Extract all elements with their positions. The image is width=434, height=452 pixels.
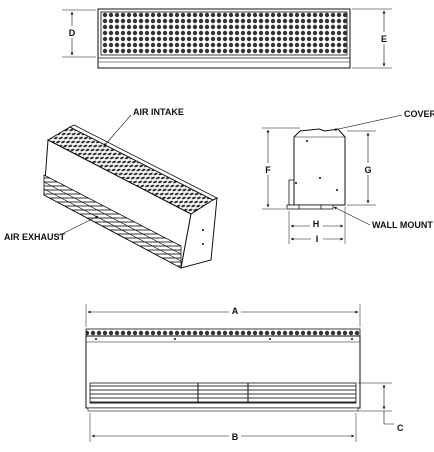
top-view-grille [100, 11, 348, 56]
air-exhaust-label: AIR EXHAUST [4, 232, 66, 242]
dim-e-label: E [381, 34, 387, 44]
isometric-view: AIR INTAKE AIR EXHAUST [4, 107, 218, 269]
air-intake-leader [103, 114, 132, 147]
wall-mount-leader [333, 206, 371, 226]
cover-label: COVER [404, 109, 434, 119]
front-exhaust-louver [89, 382, 357, 404]
air-exhaust-leader [57, 215, 99, 237]
dim-g-label: G [364, 165, 371, 175]
front-view: A B C [85, 304, 404, 442]
dim-a-label: A [232, 306, 239, 316]
wall-mount-label: WALL MOUNT [372, 220, 433, 230]
cover-leader [333, 114, 403, 131]
dim-b-label: B [232, 432, 239, 442]
air-intake-label: AIR INTAKE [133, 107, 184, 117]
side-view: COVER WALL MOUNT F G H I [262, 109, 434, 244]
iso-exhaust-louver [43, 174, 182, 269]
dim-d-label: D [69, 28, 76, 38]
dim-f-label: F [265, 165, 271, 175]
top-view: D E [62, 8, 392, 69]
dim-c-label: C [397, 423, 404, 433]
dim-h-label: H [313, 219, 320, 229]
side-view-body [293, 128, 346, 206]
wall-mount-bracket [286, 204, 334, 210]
front-top-grille [85, 328, 361, 337]
iso-end-face [180, 197, 218, 269]
dim-i-label: I [316, 234, 319, 244]
